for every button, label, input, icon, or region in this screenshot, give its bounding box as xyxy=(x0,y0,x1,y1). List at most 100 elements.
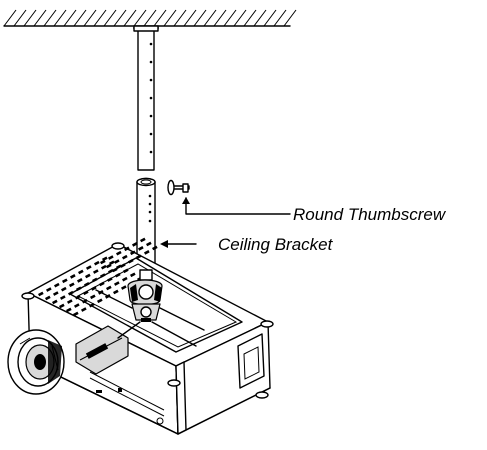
label-round-thumbscrew: Round Thumbscrew xyxy=(293,205,447,224)
vent-slot xyxy=(121,276,128,282)
vent-slot xyxy=(59,303,65,309)
vent-slot xyxy=(106,277,113,282)
vent-slot xyxy=(112,289,119,295)
vent-slot xyxy=(74,294,81,300)
ceiling-hatch-line xyxy=(243,9,257,27)
vent-slot xyxy=(113,281,120,286)
thumbscrew-leader xyxy=(182,197,291,215)
bracket-leader xyxy=(160,240,197,248)
vent-slot xyxy=(86,265,92,270)
vent-slot xyxy=(140,237,146,243)
vent-slot xyxy=(97,298,103,304)
ceiling-hatch-line xyxy=(23,9,37,27)
vent-slot xyxy=(82,290,89,296)
vent-slot xyxy=(53,282,60,288)
vent-slot xyxy=(106,263,112,269)
ceiling-hatch-line xyxy=(123,9,137,27)
ceiling-hatch-line xyxy=(43,9,57,27)
vent-slot xyxy=(116,250,122,256)
vent-slot xyxy=(45,295,51,301)
ceiling-hatch-line xyxy=(283,9,297,27)
ceiling-hatch-line xyxy=(163,9,177,27)
vent-slot xyxy=(73,303,80,308)
ceiling-hatch-line xyxy=(173,9,187,27)
ceiling-hatch-line xyxy=(183,9,197,27)
vent-slot xyxy=(108,255,114,260)
ceiling-hatch-line xyxy=(63,9,77,27)
upper-extension-pipe xyxy=(133,25,159,171)
vent-slot xyxy=(46,287,52,292)
ceiling-hatch-line xyxy=(153,9,167,27)
vent-slot xyxy=(136,254,142,260)
vent-slot xyxy=(138,246,144,251)
vent-slot xyxy=(100,264,107,270)
round-thumbscrew xyxy=(167,179,190,196)
vent-slot xyxy=(130,250,136,256)
pipe-hole xyxy=(149,132,153,136)
ceiling-hatch-line xyxy=(53,9,67,27)
pipe-hole xyxy=(149,78,153,82)
ceiling-hatch-line xyxy=(3,9,17,27)
swivel-mount xyxy=(95,269,205,347)
vent-slot xyxy=(99,281,105,287)
ceiling-hatch-line xyxy=(213,9,227,27)
ceiling-hatch-line xyxy=(263,9,277,27)
vent-slot xyxy=(85,273,91,279)
vent-slot xyxy=(124,246,130,252)
vent-slot xyxy=(122,254,128,260)
ceiling-hatch-line xyxy=(223,9,237,27)
vent-slot xyxy=(92,277,98,283)
vent-slot xyxy=(66,307,72,313)
pipe-hole xyxy=(149,42,153,46)
vent-slot xyxy=(80,307,87,312)
vent-slot xyxy=(122,268,129,274)
vent-slot xyxy=(144,250,150,255)
pipe-hole xyxy=(149,150,153,154)
ceiling-hatch-line xyxy=(273,9,287,27)
vent-slot xyxy=(93,269,99,274)
ceiling-hatch-line xyxy=(143,9,157,27)
vent-slot xyxy=(52,299,58,305)
vent-slot xyxy=(60,295,66,300)
ceiling-hatch-line xyxy=(253,9,267,27)
ceiling-hatch-line xyxy=(233,9,247,27)
projector xyxy=(21,237,274,435)
vent-slot xyxy=(77,269,84,275)
vent-slot xyxy=(38,291,44,297)
ceiling-hatch-line xyxy=(83,9,97,27)
vent-slot xyxy=(120,285,127,290)
ceiling-hatch-line xyxy=(193,9,207,27)
ceiling-hatch-line xyxy=(203,9,217,27)
vent-slot xyxy=(67,299,73,304)
vent-slot xyxy=(62,278,68,284)
vent-slot xyxy=(146,241,152,247)
vent-slot xyxy=(52,291,59,296)
vent-slot xyxy=(111,267,118,273)
label-ceiling-bracket: Ceiling Bracket xyxy=(218,235,334,254)
ceiling-bracket-tube xyxy=(136,177,156,275)
vent-slot xyxy=(68,290,74,296)
ceiling-hatch-line xyxy=(33,9,47,27)
vent-slot xyxy=(119,263,126,268)
pipe-hole xyxy=(149,114,153,118)
ceiling-hatch-line xyxy=(103,9,117,27)
vent-slot xyxy=(100,259,106,265)
vent-slot xyxy=(105,285,112,291)
vent-slot xyxy=(88,302,95,308)
ceiling-hatch-line xyxy=(113,9,127,27)
vent-slot xyxy=(91,286,97,291)
vent-slot xyxy=(69,282,75,288)
vent-slot xyxy=(84,282,90,287)
vent-slot xyxy=(132,242,138,247)
vent-slot xyxy=(100,273,106,278)
ceiling-hatch-line xyxy=(73,9,87,27)
vent-slot xyxy=(72,311,79,317)
vent-slot xyxy=(127,258,134,264)
pipe-hole xyxy=(149,96,153,100)
pipe-hole xyxy=(149,60,153,64)
vent-slot xyxy=(94,260,100,266)
vent-slot xyxy=(114,272,121,278)
vent-slot xyxy=(81,298,88,304)
vent-slot xyxy=(102,256,108,262)
